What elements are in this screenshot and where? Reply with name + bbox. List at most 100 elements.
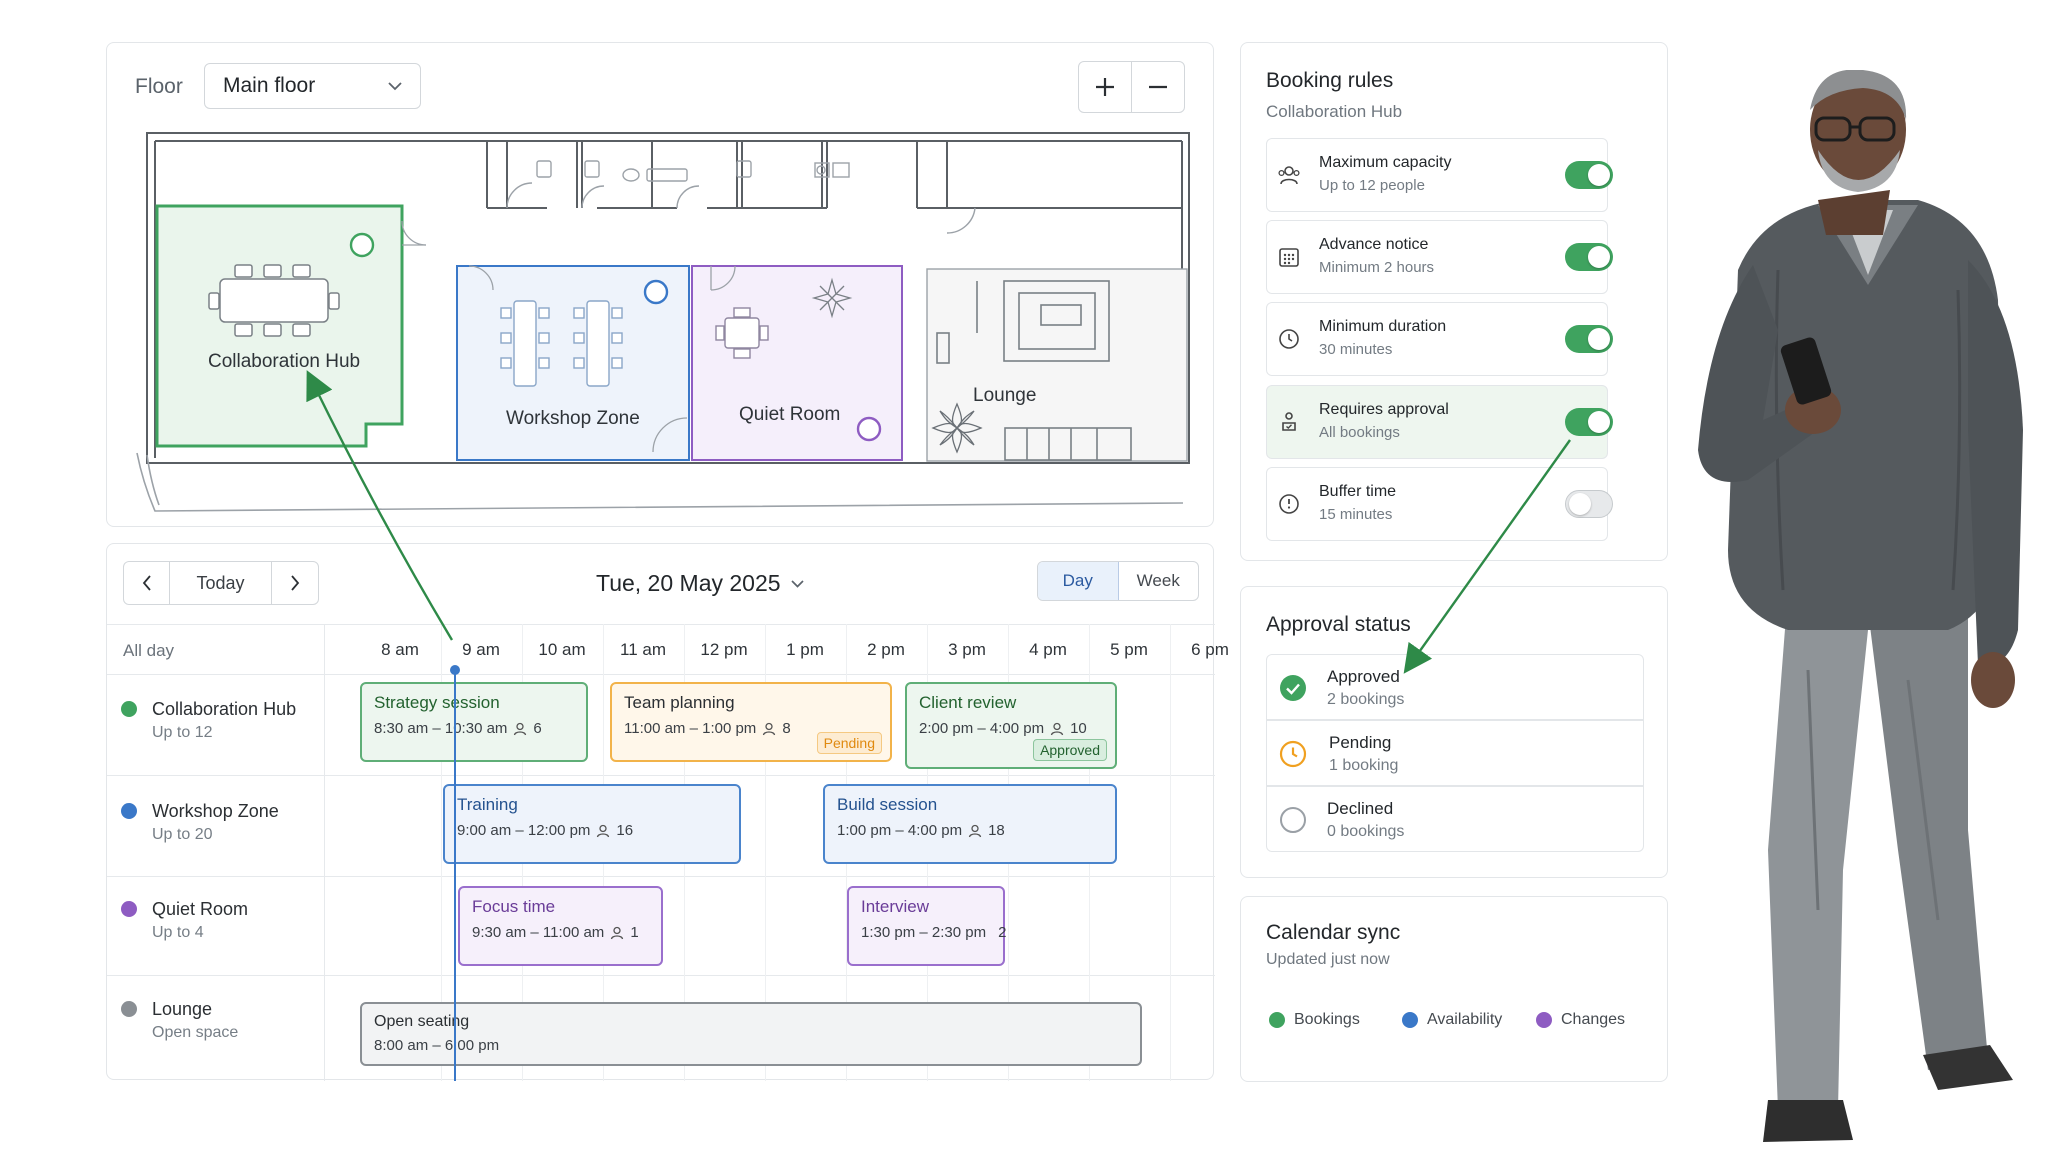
event-time: 9:30 am – 11:00 am — [472, 924, 605, 941]
minimum-duration-toggle[interactable] — [1565, 325, 1613, 353]
hour-label: 1 pm — [786, 640, 824, 659]
booking-rules-panel: Booking rules Collaboration Hub Maximum … — [1240, 42, 1668, 561]
legend-label: Changes — [1561, 1011, 1626, 1028]
legend-dot — [1402, 1012, 1418, 1028]
zoom-out-button[interactable] — [1131, 61, 1185, 113]
buffer-time-toggle[interactable] — [1565, 490, 1613, 518]
person-icon — [597, 824, 610, 837]
event-attendees: 10 — [1070, 720, 1087, 737]
status-name: Declined — [1327, 799, 1394, 818]
event-meta: 9:00 am – 12:00 pm 16 — [457, 822, 727, 839]
event-attendees: 1 — [630, 924, 639, 941]
status-count: 2 bookings — [1327, 691, 1405, 708]
approval-icon — [1282, 412, 1296, 431]
status-count: 0 bookings — [1327, 823, 1405, 840]
status-name: Approved — [1327, 667, 1400, 686]
rule-name: Requires approval — [1319, 401, 1449, 418]
zoom-in-button[interactable] — [1078, 61, 1132, 113]
calendar-icon — [1279, 248, 1299, 267]
event-time: 2:00 pm – 4:00 pm — [919, 720, 1045, 737]
event-meta: 8:00 am – 6:00 pm — [374, 1037, 1128, 1054]
today-button[interactable]: Today — [170, 562, 272, 604]
event-open-seating[interactable]: Open seating 8:00 am – 6:00 pm — [360, 1002, 1142, 1066]
rule-description: 15 minutes — [1319, 506, 1393, 523]
legend-dot — [1269, 1012, 1285, 1028]
room-name: Quiet Room — [152, 899, 249, 919]
check-circle-icon — [1280, 675, 1306, 701]
toggle-knob — [1588, 246, 1610, 268]
date-navigation: Today — [123, 561, 319, 605]
panel-subtitle: Collaboration Hub — [1266, 102, 1403, 121]
hour-label: 2 pm — [867, 640, 905, 659]
requires-approval-toggle[interactable] — [1565, 408, 1613, 436]
grid-line — [107, 624, 1215, 625]
rule-description: 30 minutes — [1319, 341, 1393, 358]
toggle-knob — [1588, 164, 1610, 186]
room-capacity: Up to 20 — [152, 826, 213, 843]
room-collaboration-hub[interactable] — [155, 204, 427, 448]
event-attendees: 2 — [998, 924, 1007, 941]
event-client-review[interactable]: Client review 2:00 pm – 4:00 pm 10 Appro… — [905, 682, 1117, 769]
floor-label: Floor — [135, 75, 183, 98]
grid-line — [107, 674, 1215, 675]
person-icon — [763, 722, 776, 735]
rule-advance-notice: Advance notice Minimum 2 hours — [1266, 220, 1613, 294]
event-title: Training — [457, 795, 518, 814]
event-focus-time[interactable]: Focus time 9:30 am – 11:00 am 1 — [458, 886, 663, 966]
previous-day-button[interactable] — [124, 562, 170, 604]
empty-circle-icon — [1280, 807, 1306, 833]
calendar-sync-panel: Calendar sync Updated just now Bookings … — [1240, 896, 1668, 1082]
event-meta: 1:30 pm – 2:30 pm 2 — [861, 924, 1006, 941]
advance-notice-toggle[interactable] — [1565, 243, 1613, 271]
event-title: Team planning — [624, 693, 735, 712]
room-label-workshop-zone: Workshop Zone — [506, 408, 640, 429]
rule-description: Minimum 2 hours — [1319, 259, 1435, 276]
status-name: Pending — [1329, 733, 1392, 752]
approval-pending[interactable]: Pending 1 booking — [1266, 720, 1644, 786]
chevron-right-icon — [291, 575, 300, 591]
legend-dot — [1536, 1012, 1552, 1028]
room-quiet-room[interactable] — [691, 265, 903, 461]
event-attendees: 8 — [782, 720, 791, 737]
hour-label: 8 am — [381, 640, 419, 659]
event-interview[interactable]: Interview 1:30 pm – 2:30 pm 2 — [847, 886, 1006, 966]
minus-icon — [1149, 85, 1167, 89]
rule-description: All bookings — [1319, 424, 1400, 441]
hour-label: 10 am — [538, 640, 586, 659]
current-time-dot — [450, 665, 460, 675]
view-day-button[interactable]: Day — [1038, 562, 1119, 600]
grid-line — [107, 876, 1215, 877]
next-day-button[interactable] — [272, 562, 318, 604]
people-icon — [1278, 166, 1300, 185]
event-team-planning[interactable]: Team planning 11:00 am – 1:00 pm 8 Pendi… — [610, 682, 892, 762]
legend-label: Availability — [1427, 1011, 1503, 1028]
toggle-knob — [1569, 493, 1591, 515]
event-training[interactable]: Training 9:00 am – 12:00 pm 16 — [443, 784, 741, 864]
floor-plan-panel: Floor Main floor Collaboration Hub Works… — [106, 42, 1214, 527]
floor-select[interactable]: Main floor — [204, 63, 421, 109]
event-build-session[interactable]: Build session 1:00 pm – 4:00 pm 18 — [823, 784, 1117, 864]
maximum-capacity-toggle[interactable] — [1565, 161, 1613, 189]
event-time: 1:00 pm – 4:00 pm — [837, 822, 963, 839]
date-picker[interactable]: Tue, 20 May 2025 — [596, 570, 804, 597]
approved-badge: Approved — [1033, 739, 1107, 761]
legend-availability: Availability — [1402, 1011, 1502, 1029]
grid-column-separator — [324, 624, 325, 1081]
event-title: Build session — [837, 795, 938, 814]
person-icon — [514, 722, 527, 735]
event-attendees: 18 — [988, 822, 1005, 839]
approval-declined[interactable]: Declined 0 bookings — [1266, 786, 1644, 852]
room-color-dot — [121, 803, 137, 819]
event-title: Open seating — [374, 1013, 470, 1030]
timer-icon — [1279, 494, 1299, 514]
rule-name: Buffer time — [1319, 483, 1397, 500]
rule-buffer-time: Buffer time 15 minutes — [1266, 467, 1613, 541]
view-week-button[interactable]: Week — [1136, 571, 1180, 590]
room-capacity: Up to 4 — [152, 924, 204, 941]
person-icon — [611, 926, 624, 939]
event-strategy-session[interactable]: Strategy session 8:30 am – 10:30 am 6 — [360, 682, 588, 762]
panel-title: Booking rules — [1266, 69, 1394, 92]
grid-line — [107, 975, 1215, 976]
room-workshop-zone[interactable] — [456, 265, 690, 461]
approval-approved[interactable]: Approved 2 bookings — [1266, 654, 1644, 720]
